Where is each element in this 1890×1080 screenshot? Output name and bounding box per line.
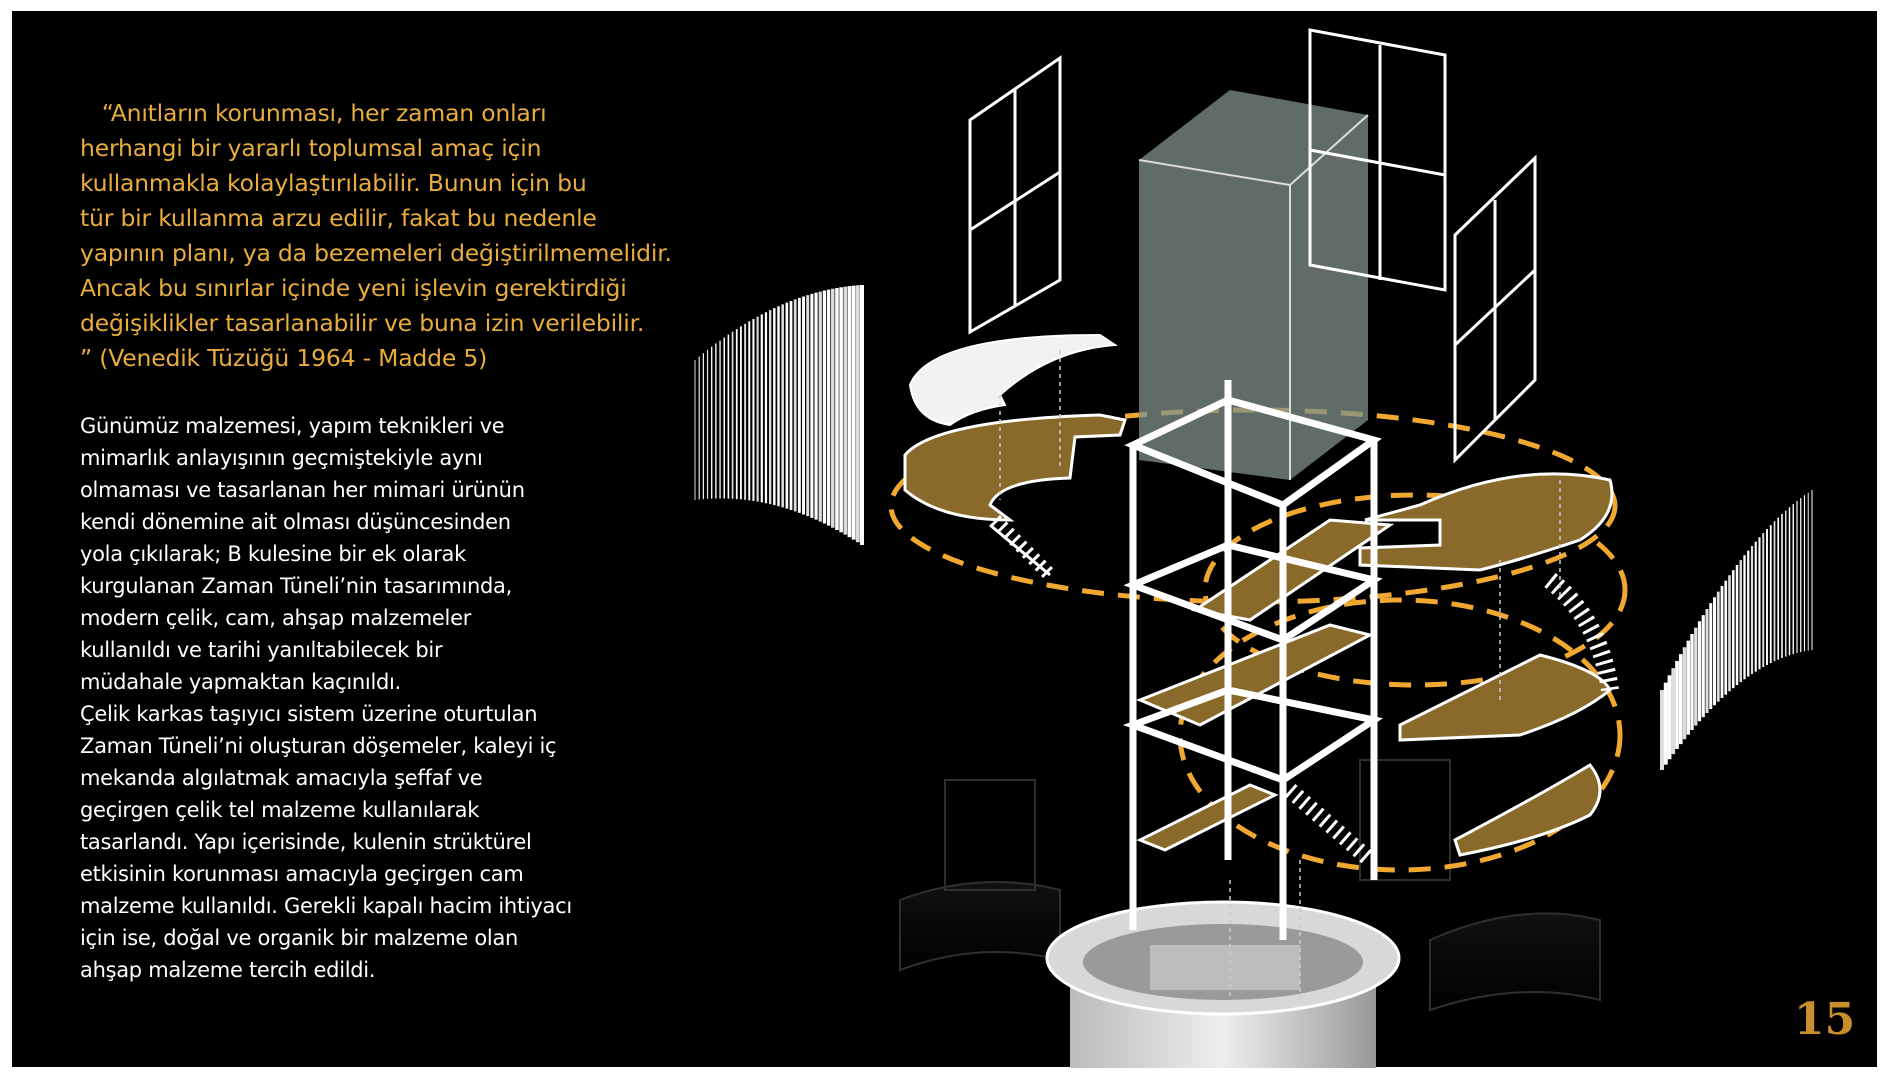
body-line: Günümüz malzemesi, yapım teknikleri ve bbox=[80, 414, 505, 438]
timber-floor-plates bbox=[903, 413, 1614, 857]
body-line: kurgulanan Zaman Tüneli’nin tasarımında, bbox=[80, 574, 512, 598]
venice-charter-quote: “Anıtların korunması, her zaman onları h… bbox=[80, 96, 700, 376]
glass-volume bbox=[1138, 90, 1369, 480]
quote-line: yapının planı, ya da bezemeleri değiştir… bbox=[80, 239, 672, 267]
body-line: müdahale yapmaktan kaçınıldı. bbox=[80, 670, 401, 694]
body-line: ahşap malzeme tercih edildi. bbox=[80, 958, 376, 982]
tower-base-cylinder bbox=[1045, 900, 1401, 1068]
stairs bbox=[989, 515, 1619, 867]
quote-line: “Anıtların korunması, her zaman onları bbox=[80, 99, 547, 127]
window-frames bbox=[968, 28, 1537, 464]
body-line: mekanda algılatmak amacıyla şeffaf ve bbox=[80, 766, 483, 790]
quote-line: kullanmakla kolaylaştırılabilir. Bunun i… bbox=[80, 169, 587, 197]
curved-slat-screen-left bbox=[694, 285, 864, 545]
description-text: Günümüz malzemesi, yapım teknikleri ve m… bbox=[80, 410, 640, 986]
body-line: Zaman Tüneli’ni oluşturan döşemeler, kal… bbox=[80, 734, 557, 758]
page-number: 15 bbox=[1794, 994, 1856, 1045]
quote-line: değişiklikler tasarlanabilir ve buna izi… bbox=[80, 309, 645, 337]
body-line: için ise, doğal ve organik bir malzeme o… bbox=[80, 926, 519, 950]
body-line: yola çıkılarak; B kulesine bir ek olarak bbox=[80, 542, 466, 566]
steel-frame bbox=[1122, 380, 1383, 940]
quote-line: herhangi bir yararlı toplumsal amaç için bbox=[80, 134, 542, 162]
vertical-guides bbox=[999, 350, 1561, 1000]
quote-line: tür bir kullanma arzu edilir, fakat bu n… bbox=[80, 204, 597, 232]
body-line: modern çelik, cam, ahşap malzemeler bbox=[80, 606, 472, 630]
body-line: Çelik karkas taşıyıcı sistem üzerine otu… bbox=[80, 702, 538, 726]
quote-line: ” (Venedik Tüzüğü 1964 - Madde 5) bbox=[80, 344, 488, 372]
body-line: tasarlandı. Yapı içerisinde, kulenin str… bbox=[80, 830, 532, 854]
body-line: malzeme kullanıldı. Gerekli kapalı hacim… bbox=[80, 894, 572, 918]
upper-white-plate bbox=[908, 333, 1118, 427]
curved-slat-screen-right bbox=[1660, 490, 1813, 770]
body-line: olmaması ve tasarlanan her mimari ürünün bbox=[80, 478, 525, 502]
quote-line: Ancak bu sınırlar içinde yeni işlevin ge… bbox=[80, 274, 627, 302]
body-line: mimarlık anlayışının geçmiştekiyle aynı bbox=[80, 446, 483, 470]
body-line: kullanıldı ve tarihi yanıltabilecek bir bbox=[80, 638, 443, 662]
body-line: geçirgen çelik tel malzeme kullanılarak bbox=[80, 798, 480, 822]
body-line: etkisinin korunması amacıyla geçirgen ca… bbox=[80, 862, 524, 886]
body-line: kendi dönemine ait olması düşüncesinden bbox=[80, 510, 511, 534]
